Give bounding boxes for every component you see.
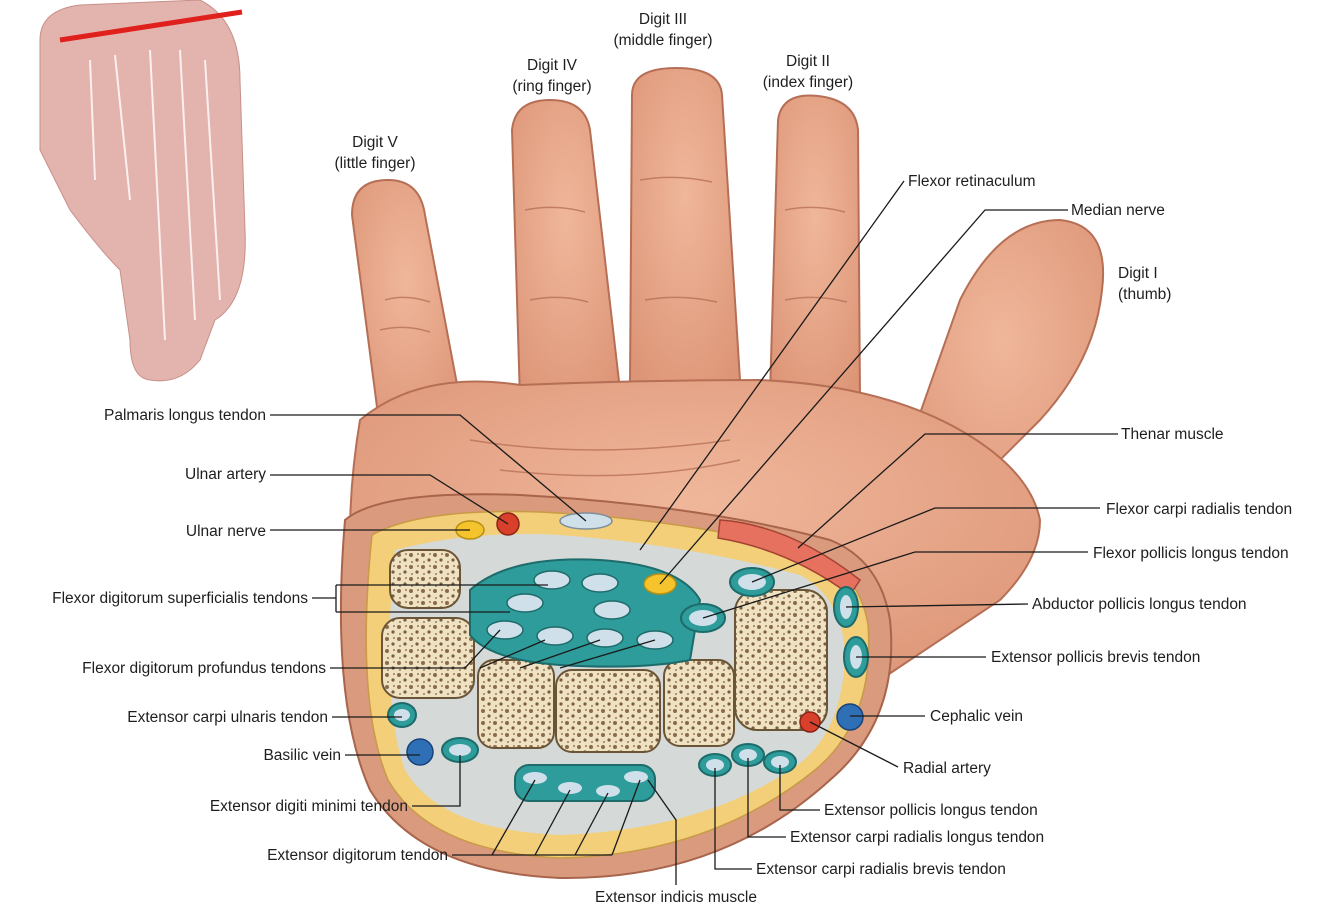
label-cephalic-vein: Cephalic vein (930, 708, 1023, 725)
label-extensor-indicis: Extensor indicis muscle (595, 889, 757, 906)
label-digit-iv: Digit IV(ring finger) (512, 57, 591, 95)
label-thenar-muscle: Thenar muscle (1121, 426, 1224, 443)
bone-pisiform (390, 550, 460, 608)
label-digit-i: Digit I(thumb) (1118, 265, 1171, 303)
label-extensor-carpi-radialis-brevis: Extensor carpi radialis brevis tendon (756, 861, 1006, 878)
label-extensor-carpi-ulnaris: Extensor carpi ulnaris tendon (127, 709, 328, 726)
inset-hand (40, 0, 245, 381)
label-extensor-digiti-minimi: Extensor digiti minimi tendon (210, 798, 408, 815)
label-abductor-pollicis-longus: Abductor pollicis longus tendon (1032, 596, 1247, 613)
label-extensor-pollicis-brevis: Extensor pollicis brevis tendon (991, 649, 1200, 666)
label-digit-ii: Digit II(index finger) (763, 53, 853, 91)
label-ulnar-nerve: Ulnar nerve (186, 523, 266, 540)
label-digit-iii: Digit III(middle finger) (613, 11, 712, 49)
label-fds: Flexor digitorum superficialis tendons (52, 590, 308, 607)
finger-index (770, 96, 860, 401)
label-ulnar-artery: Ulnar artery (185, 466, 266, 483)
label-basilic-vein: Basilic vein (263, 747, 341, 764)
bone-trapezoid (664, 660, 734, 746)
bone-capitate (556, 670, 660, 752)
bone-hamate (382, 618, 474, 698)
label-flexor-carpi-radialis: Flexor carpi radialis tendon (1106, 501, 1292, 518)
label-fdp: Flexor digitorum profundus tendons (82, 660, 326, 677)
finger-ring (512, 100, 620, 400)
label-flexor-pollicis-longus: Flexor pollicis longus tendon (1093, 545, 1289, 562)
bone-trapezium (735, 590, 827, 730)
label-flexor-retinaculum: Flexor retinaculum (908, 173, 1036, 190)
cross-section (341, 494, 891, 878)
label-digit-v: Digit V(little finger) (335, 134, 416, 172)
cephalic-vein-struct (837, 704, 863, 730)
label-median-nerve: Median nerve (1071, 202, 1165, 219)
basilic-vein-struct (407, 739, 433, 765)
label-radial-artery: Radial artery (903, 760, 991, 777)
label-extensor-digitorum: Extensor digitorum tendon (267, 847, 448, 864)
label-extensor-pollicis-longus: Extensor pollicis longus tendon (824, 802, 1038, 819)
label-palmaris-longus: Palmaris longus tendon (104, 407, 266, 424)
finger-middle (630, 68, 740, 385)
bone-capitate-left (478, 660, 554, 748)
label-extensor-carpi-radialis-longus: Extensor carpi radialis longus tendon (790, 829, 1044, 846)
